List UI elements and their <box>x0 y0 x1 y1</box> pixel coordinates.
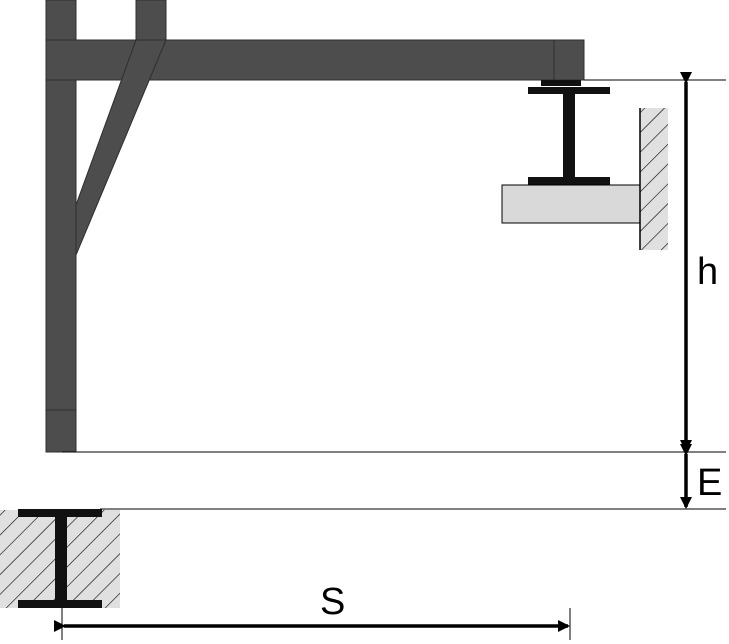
label-s: S <box>320 581 345 623</box>
boom-end-cap <box>553 39 585 81</box>
top-right-stub <box>135 0 167 43</box>
support-bracket <box>501 184 641 224</box>
beam-cap-top <box>541 80 581 86</box>
label-h: h <box>697 251 718 293</box>
beam-bottom-flange <box>528 177 610 185</box>
crane-frame <box>45 0 585 453</box>
lower-beam-web <box>55 517 67 601</box>
label-e: E <box>697 462 722 504</box>
column-foot <box>45 409 77 453</box>
lower-i-beam <box>18 509 102 608</box>
diagonal-brace <box>75 39 167 256</box>
top-left-stub <box>45 0 77 43</box>
lower-beam-top-flange <box>18 509 102 517</box>
wall-hatch-right <box>640 108 668 250</box>
vertical-column <box>45 39 77 453</box>
beam-web <box>563 94 575 178</box>
lower-beam-bottom-flange <box>18 600 102 608</box>
beam-top-flange <box>528 87 610 94</box>
rail-i-beam <box>528 80 610 185</box>
